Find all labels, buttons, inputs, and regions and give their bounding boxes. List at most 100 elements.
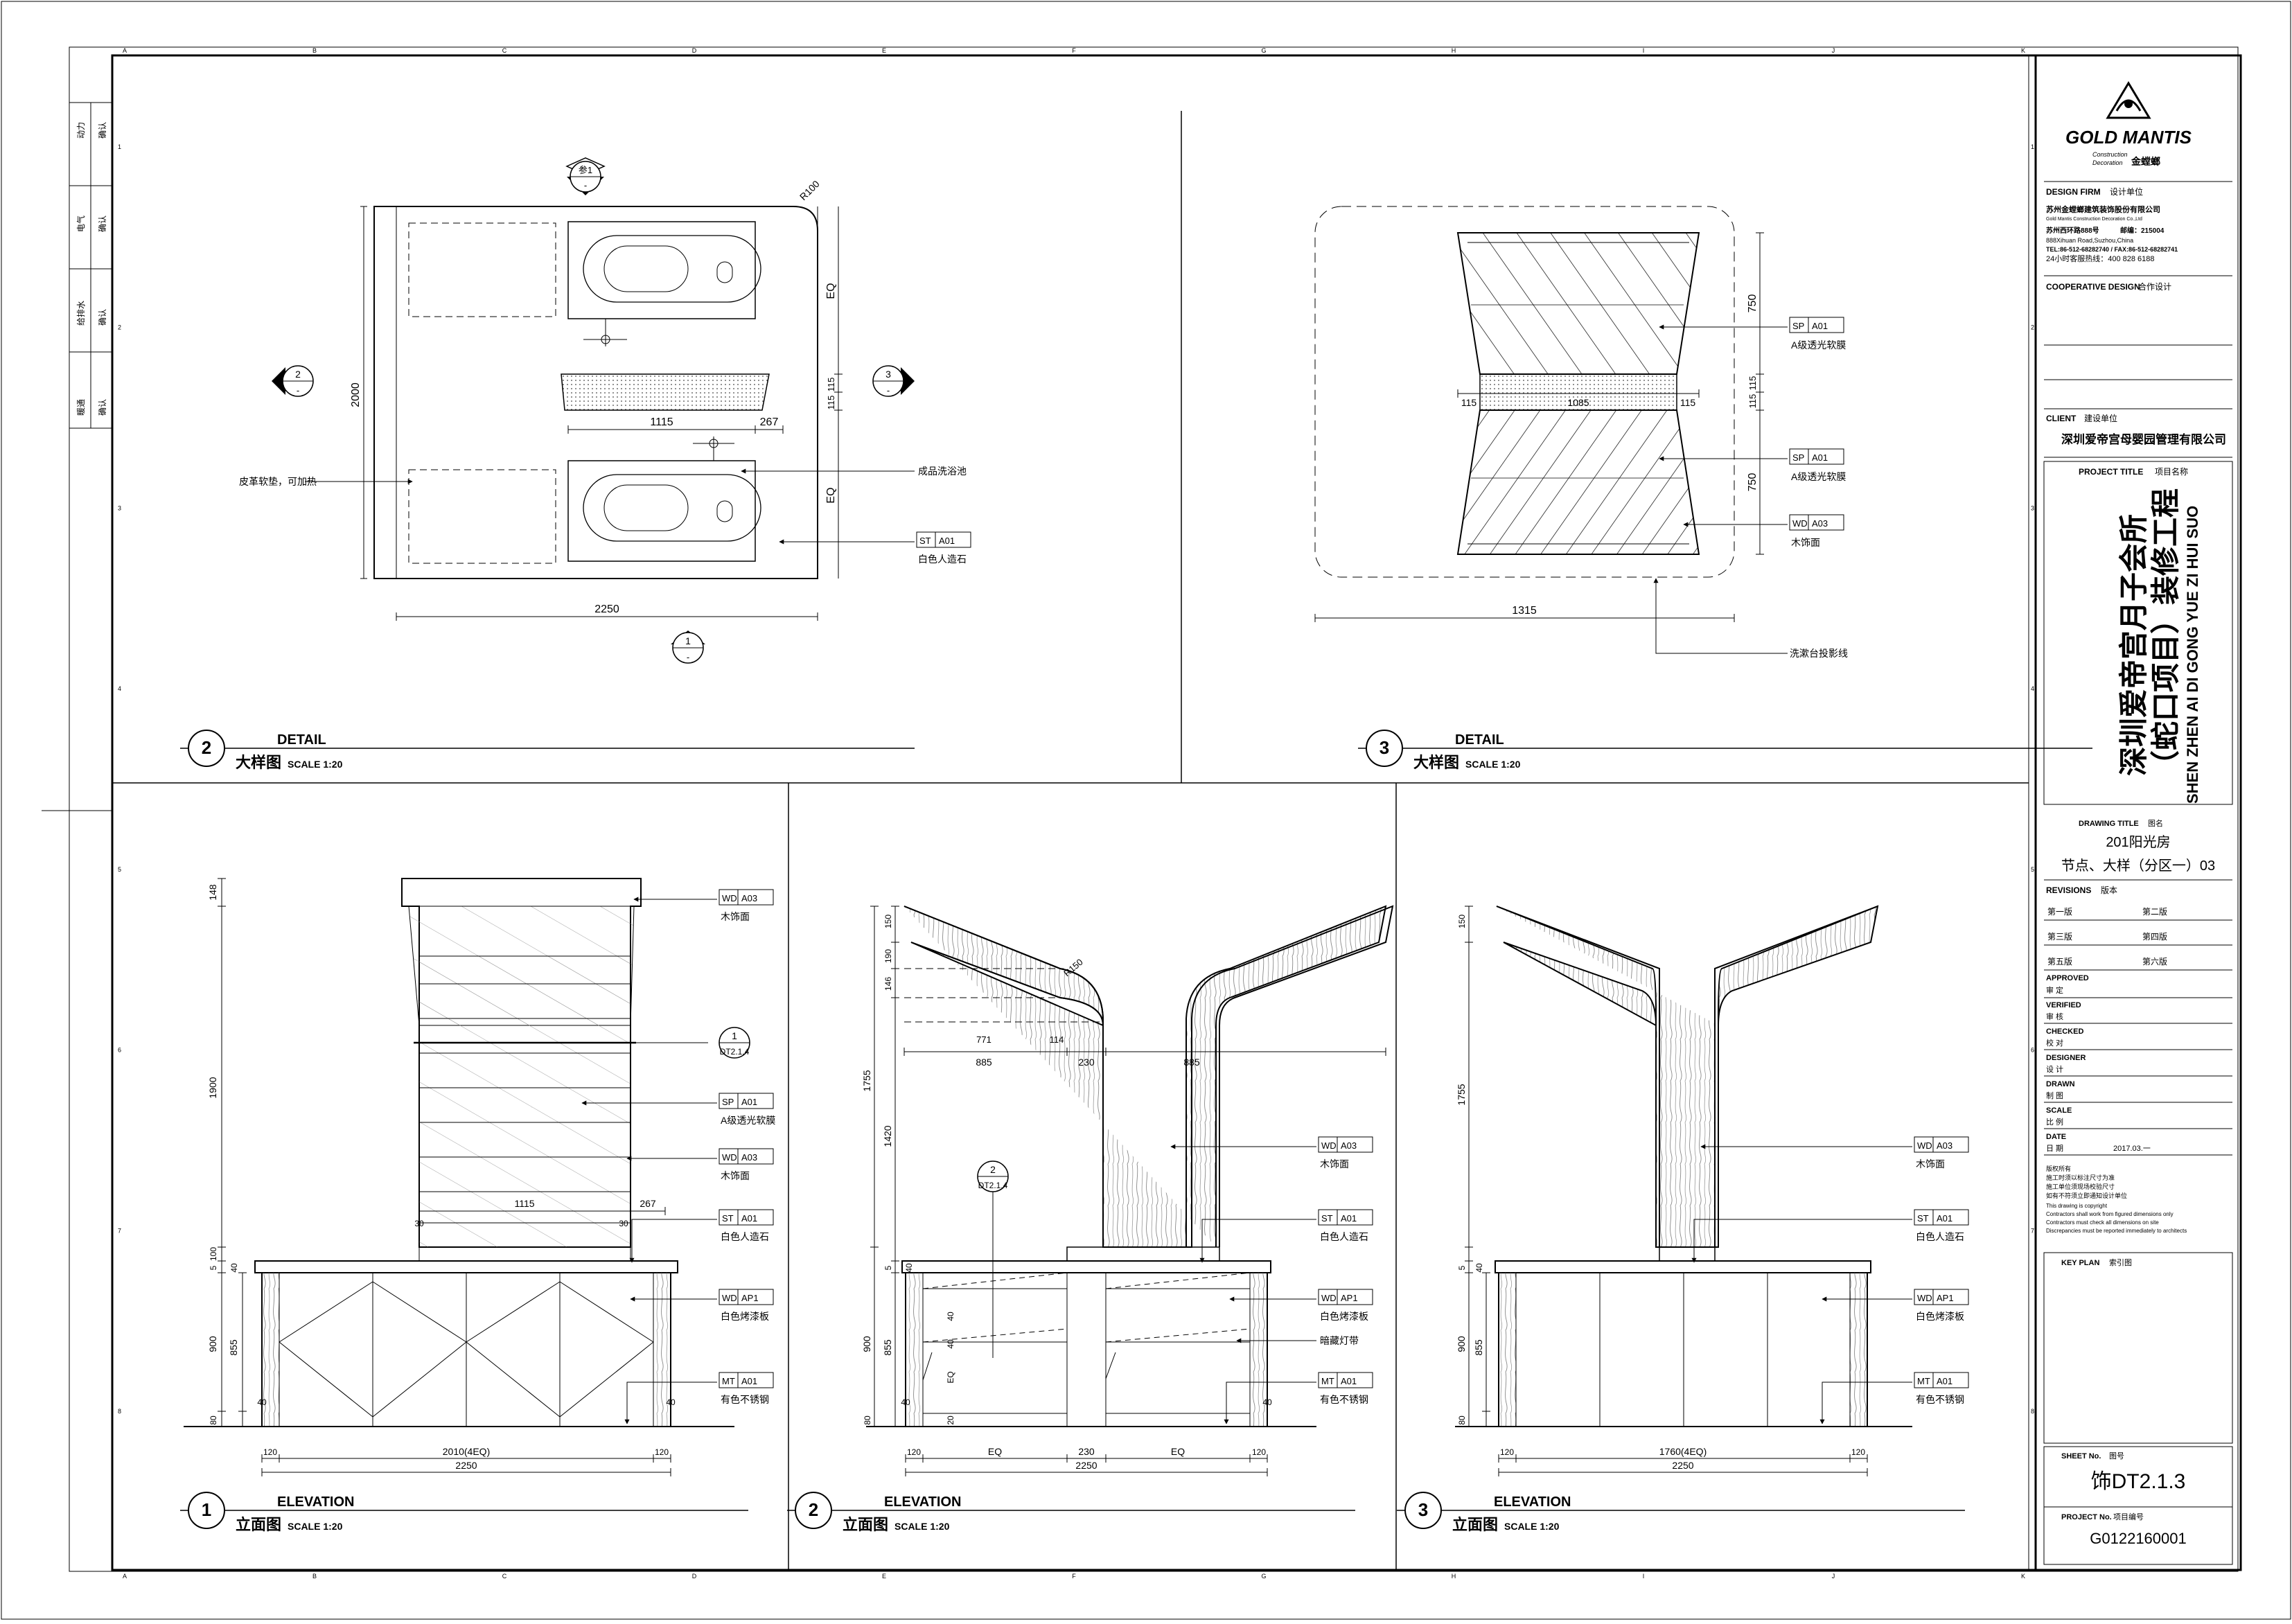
grid-col-A: A <box>123 47 127 54</box>
svg-text:DESIGNER: DESIGNER <box>2046 1054 2086 1062</box>
svg-text:40: 40 <box>1262 1397 1272 1407</box>
view-scale: SCALE 1:20 <box>1504 1521 1560 1532</box>
svg-text:审 核: 审 核 <box>2046 1012 2063 1021</box>
svg-text:80: 80 <box>1457 1415 1467 1425</box>
svg-text:80: 80 <box>209 1415 218 1425</box>
svg-text:5: 5 <box>883 1265 893 1270</box>
svg-text:参1: 参1 <box>579 165 592 175</box>
svg-text:建设单位: 建设单位 <box>2084 413 2117 423</box>
view-title-cn: 立面图 <box>236 1516 281 1533</box>
e2-stone-label: 白色人造石 <box>1320 1231 1368 1242</box>
grid-row-right-7: 7 <box>2031 1227 2034 1234</box>
elevation-3: 150 1755 5 40 900 855 80 120 1760(4EQ) 1… <box>1455 905 1969 1476</box>
marker-right: 3 - <box>872 365 915 397</box>
strip-label-2: 确认 <box>98 122 107 139</box>
grid-col-bottom-K: K <box>2021 1573 2025 1580</box>
svg-text:GOLD MANTIS: GOLD MANTIS <box>2065 127 2192 148</box>
svg-text:第一版: 第一版 <box>2047 907 2072 917</box>
e1-film-label: A级透光软膜 <box>721 1115 775 1126</box>
svg-text:项目名称: 项目名称 <box>2155 466 2188 477</box>
svg-text:-: - <box>584 180 587 191</box>
e3-steel-tag-num: A01 <box>1937 1376 1952 1386</box>
svg-text:900: 900 <box>1456 1336 1467 1352</box>
svg-text:120: 120 <box>1500 1447 1514 1457</box>
svg-text:DESIGN FIRM: DESIGN FIRM <box>2046 187 2101 197</box>
dim-radius: R100 <box>797 178 822 202</box>
label-film2: A级透光软膜 <box>1791 471 1846 482</box>
svg-text:2017.03.一: 2017.03.一 <box>2113 1145 2151 1153</box>
svg-text:EQ: EQ <box>1171 1446 1185 1457</box>
svg-text:VERIFIED: VERIFIED <box>2046 1001 2081 1009</box>
grid-col-bottom-C: C <box>502 1573 507 1580</box>
svg-text:40: 40 <box>1474 1263 1484 1273</box>
svg-text:合作设计: 合作设计 <box>2138 281 2171 292</box>
svg-text:120: 120 <box>1252 1447 1266 1457</box>
svg-text:Decoration: Decoration <box>2092 159 2123 166</box>
svg-text:索引图: 索引图 <box>2109 1257 2132 1267</box>
e1-wood2-tag-code: WD <box>722 1152 737 1163</box>
svg-text:30: 30 <box>414 1219 424 1228</box>
grid-col-bottom-A: A <box>123 1573 127 1580</box>
svg-text:40: 40 <box>229 1263 239 1273</box>
grid-row-5: 5 <box>118 866 121 873</box>
view-number: 3 <box>1379 737 1389 758</box>
svg-text:230: 230 <box>1078 1446 1095 1457</box>
e3-wood-tag-num: A03 <box>1937 1140 1952 1151</box>
svg-text:40: 40 <box>901 1397 910 1407</box>
e3-steel-tag-code: MT <box>1917 1376 1930 1386</box>
svg-text:校 对: 校 对 <box>2046 1038 2063 1048</box>
view-title-en: ELEVATION <box>277 1494 354 1510</box>
svg-text:40: 40 <box>666 1397 676 1407</box>
dim-height: 2000 <box>350 382 362 407</box>
e3-stone-tag-num: A01 <box>1937 1213 1952 1224</box>
dim-width: 2250 <box>594 603 619 615</box>
svg-text:1755: 1755 <box>1456 1084 1467 1105</box>
dim-eq-top: EQ <box>825 283 837 299</box>
svg-text:SCALE: SCALE <box>2046 1106 2072 1115</box>
svg-text:第二版: 第二版 <box>2142 907 2167 917</box>
svg-text:900: 900 <box>861 1336 872 1352</box>
grid-col-bottom-B: B <box>312 1573 317 1580</box>
grid-col-K: K <box>2021 47 2025 54</box>
svg-text:第三版: 第三版 <box>2047 932 2072 942</box>
svg-text:施工时须以标注尺寸为准: 施工时须以标注尺寸为准 <box>2046 1174 2115 1181</box>
svg-text:A03: A03 <box>1812 518 1828 529</box>
svg-text:1115: 1115 <box>514 1198 534 1209</box>
dim-eq-bottom: EQ <box>825 487 837 503</box>
label-stone: 白色人造石 <box>918 554 967 565</box>
view-number: 2 <box>809 1499 818 1520</box>
svg-text:2: 2 <box>990 1164 996 1175</box>
svg-text:第五版: 第五版 <box>2047 957 2072 967</box>
dim-basin-w: 1115 <box>650 416 673 428</box>
e1-stone-tag-num: A01 <box>741 1213 757 1224</box>
e1-wood2-label: 木饰面 <box>721 1170 750 1181</box>
dim-top-h: 750 <box>1747 294 1758 313</box>
label-sink: 成品洗浴池 <box>918 466 967 477</box>
svg-text:节点、大样（分区一）03: 节点、大样（分区一）03 <box>2061 858 2215 874</box>
svg-text:201阳光房: 201阳光房 <box>2106 834 2170 850</box>
svg-text:24小时客服热线：400 828 6188: 24小时客服热线：400 828 6188 <box>2046 254 2155 263</box>
e1-steel-label: 有色不锈钢 <box>721 1394 769 1405</box>
svg-text:深圳爱帝宫母婴园管理有限公司: 深圳爱帝宫母婴园管理有限公司 <box>2061 432 2226 446</box>
view-scale: SCALE 1:20 <box>1465 759 1521 770</box>
svg-text:30: 30 <box>619 1219 628 1228</box>
svg-text:190: 190 <box>883 949 893 963</box>
svg-text:苏州金螳螂建筑装饰股份有限公司: 苏州金螳螂建筑装饰股份有限公司 <box>2046 204 2160 214</box>
svg-text:审 定: 审 定 <box>2046 985 2063 995</box>
elevation-2: 150 190 146 1420 1755 5 40 900 855 80 40… <box>861 905 1394 1476</box>
strip-label-7: 暖通 <box>76 399 86 416</box>
grid-col-J: J <box>1832 47 1835 54</box>
svg-text:114: 114 <box>1050 1034 1064 1045</box>
dim-mid-a: 115 <box>1747 376 1758 391</box>
tag-stone-code: ST <box>919 536 931 546</box>
e1-paint-tag-code: WD <box>722 1293 737 1303</box>
grid-col-H: H <box>1452 47 1456 54</box>
svg-text:885: 885 <box>1183 1057 1200 1068</box>
e3-steel-label: 有色不锈钢 <box>1916 1394 1964 1405</box>
svg-text:图号: 图号 <box>2109 1451 2124 1460</box>
view-title-en: DETAIL <box>277 732 326 748</box>
svg-text:TEL:86-512-68282740 / FAX:86-5: TEL:86-512-68282740 / FAX:86-512-6828274… <box>2046 246 2178 253</box>
